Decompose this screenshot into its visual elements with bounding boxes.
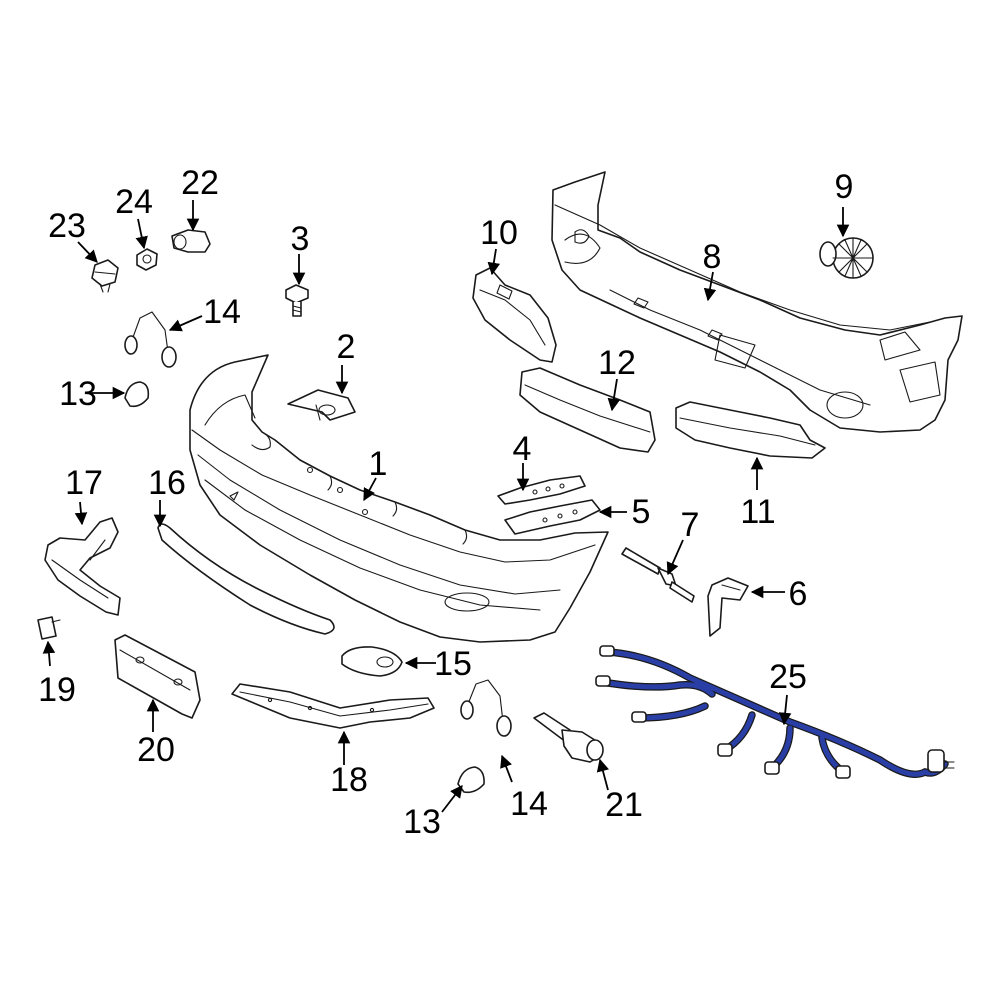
- part-12-absorber[interactable]: [519, 367, 656, 453]
- callout-2[interactable]: 2: [337, 328, 356, 366]
- callout-15[interactable]: 15: [434, 645, 472, 683]
- callout-11[interactable]: 11: [740, 493, 775, 531]
- part-19-clip[interactable]: [37, 616, 61, 640]
- part-16-strip[interactable]: [157, 523, 335, 635]
- part-11-absorber[interactable]: [675, 401, 826, 459]
- callout-16[interactable]: 16: [148, 464, 186, 502]
- callout-7[interactable]: 7: [681, 506, 700, 544]
- callout-3[interactable]: 3: [291, 220, 310, 258]
- callout-5[interactable]: 5: [632, 493, 651, 531]
- callout-8[interactable]: 8: [703, 238, 722, 276]
- callout-25[interactable]: 25: [769, 658, 807, 696]
- callout-23[interactable]: 23: [48, 207, 86, 245]
- callout-4[interactable]: 4: [513, 430, 532, 468]
- part-9-grommet[interactable]: [819, 237, 874, 279]
- callout-19[interactable]: 19: [38, 671, 76, 709]
- part-13-cap-lower[interactable]: [457, 766, 485, 794]
- part-13-cap-upper[interactable]: [124, 381, 150, 408]
- part-3-bolt[interactable]: [285, 284, 309, 317]
- part-22-sensor[interactable]: [171, 229, 211, 253]
- callout-24[interactable]: 24: [115, 183, 153, 221]
- part-24-nut[interactable]: [136, 248, 158, 271]
- callout-14-lower[interactable]: 14: [510, 785, 548, 823]
- part-23-clip[interactable]: [91, 259, 119, 293]
- part-21-sensor[interactable]: [533, 712, 604, 763]
- leader-lines: [42, 200, 850, 813]
- callout-21[interactable]: 21: [605, 786, 643, 824]
- callout-20[interactable]: 20: [137, 731, 175, 769]
- callout-9[interactable]: 9: [835, 168, 854, 206]
- callout-22[interactable]: 22: [181, 164, 219, 202]
- part-2-bracket[interactable]: [287, 389, 356, 421]
- callout-1[interactable]: 1: [369, 445, 388, 483]
- part-20-plate[interactable]: [114, 634, 201, 719]
- part-10-bracket[interactable]: [472, 267, 557, 363]
- part-8-reinforcement[interactable]: [551, 171, 963, 433]
- callout-12[interactable]: 12: [598, 344, 636, 382]
- part-7-stud[interactable]: [621, 547, 695, 603]
- part-17-side-bracket[interactable]: [44, 517, 121, 616]
- part-1-bumper-cover[interactable]: [189, 354, 609, 643]
- part-5-bracket[interactable]: [504, 499, 601, 535]
- part-15-cover[interactable]: [341, 646, 403, 677]
- part-6-bracket[interactable]: [707, 577, 749, 637]
- harness-connectors: [595, 645, 955, 779]
- callout-18[interactable]: 18: [330, 761, 368, 799]
- part-14-spring-clip-lower[interactable]: [460, 679, 512, 737]
- callout-13-lower[interactable]: 13: [403, 803, 441, 841]
- callout-13-upper[interactable]: 13: [59, 375, 97, 413]
- callout-14-upper[interactable]: 14: [203, 293, 241, 331]
- part-4-bracket[interactable]: [497, 475, 586, 505]
- callout-17[interactable]: 17: [65, 464, 103, 502]
- callout-6[interactable]: 6: [789, 575, 808, 613]
- part-18-molding[interactable]: [231, 683, 435, 729]
- callout-10[interactable]: 10: [480, 214, 518, 252]
- callout-numbers: 1 2 3 4 5 6 7 8 9 10 11 12 13 13 14 14 1…: [38, 164, 853, 841]
- part-14-spring-clip-upper[interactable]: [124, 311, 177, 368]
